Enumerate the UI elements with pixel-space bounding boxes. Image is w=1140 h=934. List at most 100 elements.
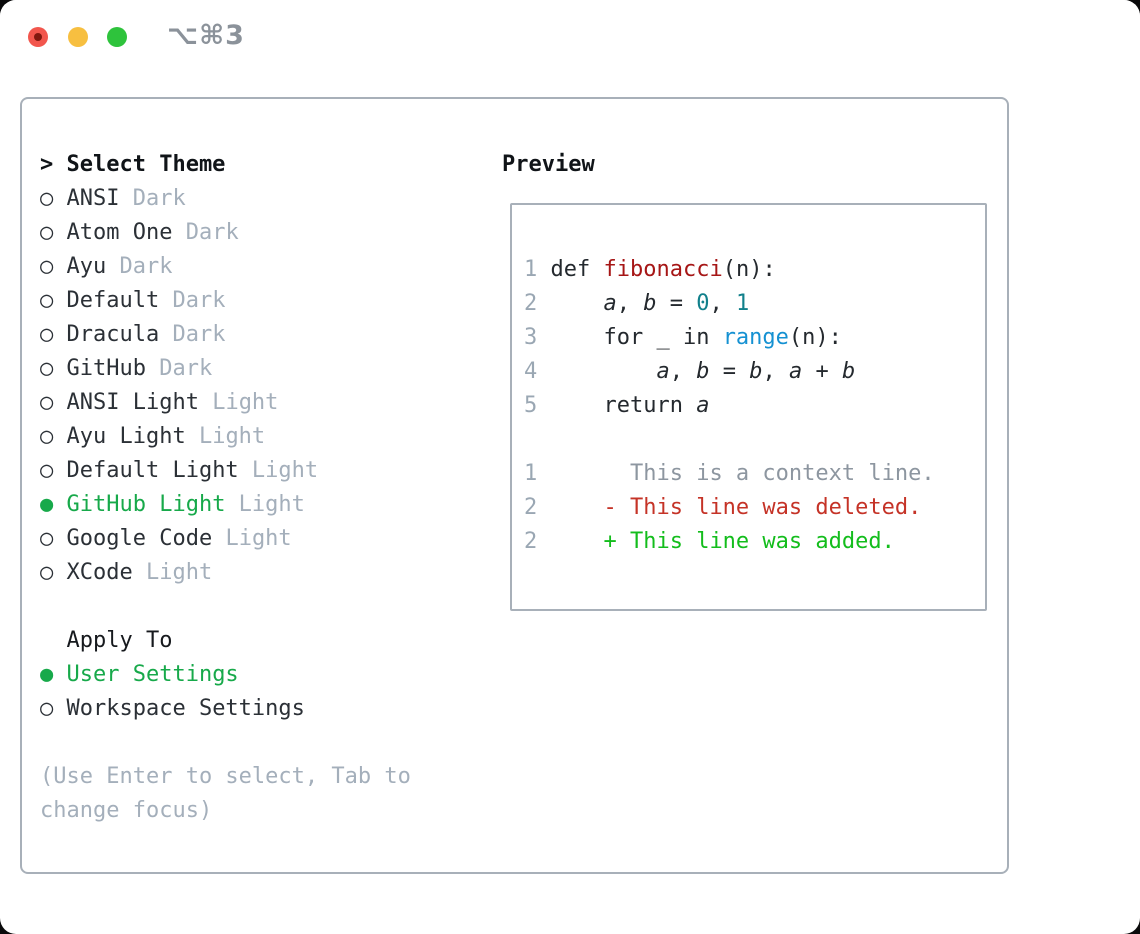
keyboard-hint-line-1: (Use Enter to select, Tab to	[40, 760, 411, 794]
code-token-plain: =	[709, 359, 750, 384]
preview-code-line-2: 2 a, b = 0, 1	[524, 287, 935, 321]
theme-name: Atom One	[53, 220, 173, 245]
line-number: 5	[524, 393, 551, 418]
theme-name: Ayu Light	[53, 424, 186, 449]
preview-code-line-3: 3 for _ in range(n):	[524, 321, 935, 355]
line-number: 2	[524, 495, 551, 520]
theme-option-default[interactable]: ○ Default Dark	[40, 284, 411, 318]
spacer-row	[40, 726, 411, 760]
apply-to-header: Apply To	[40, 624, 411, 658]
line-number: 4	[524, 359, 551, 384]
apply-to-header-label: Apply To	[40, 628, 173, 653]
theme-variant-tag: Dark	[145, 356, 213, 381]
code-token-func: fibonacci	[603, 257, 723, 282]
radio-selected-icon: ●	[40, 492, 54, 517]
apply-option-workspace-settings[interactable]: ○ Workspace Settings	[40, 692, 411, 726]
apply-option-user-settings[interactable]: ● User Settings	[40, 658, 411, 692]
theme-option-atom-one[interactable]: ○ Atom One Dark	[40, 216, 411, 250]
radio-unselected-icon: ○	[40, 526, 54, 551]
code-token-var: a	[696, 393, 710, 418]
theme-name: Default Light	[53, 458, 239, 483]
apply-option-label: Workspace Settings	[53, 696, 305, 721]
theme-variant-tag: Light	[238, 458, 319, 483]
close-button-icon[interactable]	[28, 27, 48, 47]
spacer-row	[40, 590, 411, 624]
theme-option-xcode[interactable]: ○ XCode Light	[40, 556, 411, 590]
code-token-plain	[551, 291, 604, 316]
radio-unselected-icon: ○	[40, 254, 54, 279]
theme-variant-tag: Light	[198, 390, 279, 415]
theme-option-ansi[interactable]: ○ ANSI Dark	[40, 182, 411, 216]
code-token-number: 1	[735, 291, 750, 316]
code-token-var: b	[696, 359, 710, 384]
keyboard-hint-line-2: change focus)	[40, 794, 411, 828]
radio-unselected-icon: ○	[40, 424, 54, 449]
theme-option-ayu[interactable]: ○ Ayu Dark	[40, 250, 411, 284]
preview-code-line-9: 2 + This line was added.	[524, 525, 935, 559]
radio-unselected-icon: ○	[40, 220, 54, 245]
radio-unselected-icon: ○	[40, 696, 54, 721]
theme-name: Default	[53, 288, 160, 313]
theme-name: GitHub Light	[53, 492, 226, 517]
theme-name: XCode	[53, 560, 133, 585]
theme-option-ayu-light[interactable]: ○ Ayu Light Light	[40, 420, 411, 454]
line-number: 3	[524, 325, 551, 350]
line-number: 2	[524, 291, 551, 316]
code-token-plain: def	[550, 257, 604, 282]
preview-code-line-1: 1 def fibonacci(n):	[524, 253, 935, 287]
theme-name: GitHub	[53, 356, 146, 381]
window-title: ⌥⌘3	[167, 20, 245, 51]
line-number: 1	[524, 461, 551, 486]
theme-option-default-light[interactable]: ○ Default Light Light	[40, 454, 411, 488]
theme-option-ansi-light[interactable]: ○ ANSI Light Light	[40, 386, 411, 420]
radio-unselected-icon: ○	[40, 186, 54, 211]
preview-code-line-7: 1 This is a context line.	[524, 457, 935, 491]
minimize-button-icon[interactable]	[68, 27, 88, 47]
radio-unselected-icon: ○	[40, 458, 54, 483]
radio-unselected-icon: ○	[40, 288, 54, 313]
line-number: 1	[524, 257, 551, 282]
code-token-plain: (n):	[788, 325, 842, 350]
preview-code-line-5: 5 return a	[524, 389, 935, 423]
titlebar: ⌥⌘3	[0, 0, 1140, 76]
code-token-plain: ,	[669, 359, 697, 384]
theme-variant-tag: Light	[225, 492, 305, 517]
theme-name: Google Code	[53, 526, 213, 551]
code-token-var: a	[788, 359, 803, 384]
theme-picker-panel: > Select Theme○ ANSI Dark○ Atom One Dark…	[20, 97, 1009, 874]
code-token-var: a	[603, 291, 617, 316]
code-token-plain: return	[550, 393, 697, 418]
theme-variant-tag: Dark	[106, 254, 173, 279]
radio-selected-icon: ●	[40, 662, 54, 687]
theme-variant-tag: Dark	[119, 186, 186, 211]
keyboard-hint-text: (Use Enter to select, Tab to	[40, 764, 411, 789]
theme-variant-tag: Dark	[172, 220, 239, 245]
radio-unselected-icon: ○	[40, 322, 54, 347]
theme-name: ANSI Light	[53, 390, 199, 415]
code-token-plain: +	[802, 359, 842, 384]
theme-variant-tag: Dark	[159, 322, 226, 347]
theme-name: ANSI	[53, 186, 120, 211]
code-token-plain: ,	[762, 359, 789, 384]
radio-unselected-icon: ○	[40, 390, 54, 415]
code-token-plain: ,	[616, 291, 644, 316]
theme-option-github[interactable]: ○ GitHub Dark	[40, 352, 411, 386]
theme-option-google-code[interactable]: ○ Google Code Light	[40, 522, 411, 556]
theme-variant-tag: Light	[132, 560, 213, 585]
code-token-deleted: - This line was deleted.	[550, 495, 922, 520]
code-token-plain: (n):	[722, 257, 776, 282]
code-token-var: b	[643, 291, 657, 316]
zoom-button-icon[interactable]	[107, 27, 127, 47]
code-token-var: b	[841, 359, 856, 384]
apply-option-label: User Settings	[53, 662, 239, 687]
close-dot-icon	[34, 33, 42, 41]
theme-option-dracula[interactable]: ○ Dracula Dark	[40, 318, 411, 352]
radio-unselected-icon: ○	[40, 560, 54, 585]
theme-list-header-label: > Select Theme	[40, 152, 226, 177]
theme-option-github-light[interactable]: ● GitHub Light Light	[40, 488, 411, 522]
preview-code-line-8: 2 - This line was deleted.	[524, 491, 935, 525]
radio-unselected-icon: ○	[40, 356, 54, 381]
